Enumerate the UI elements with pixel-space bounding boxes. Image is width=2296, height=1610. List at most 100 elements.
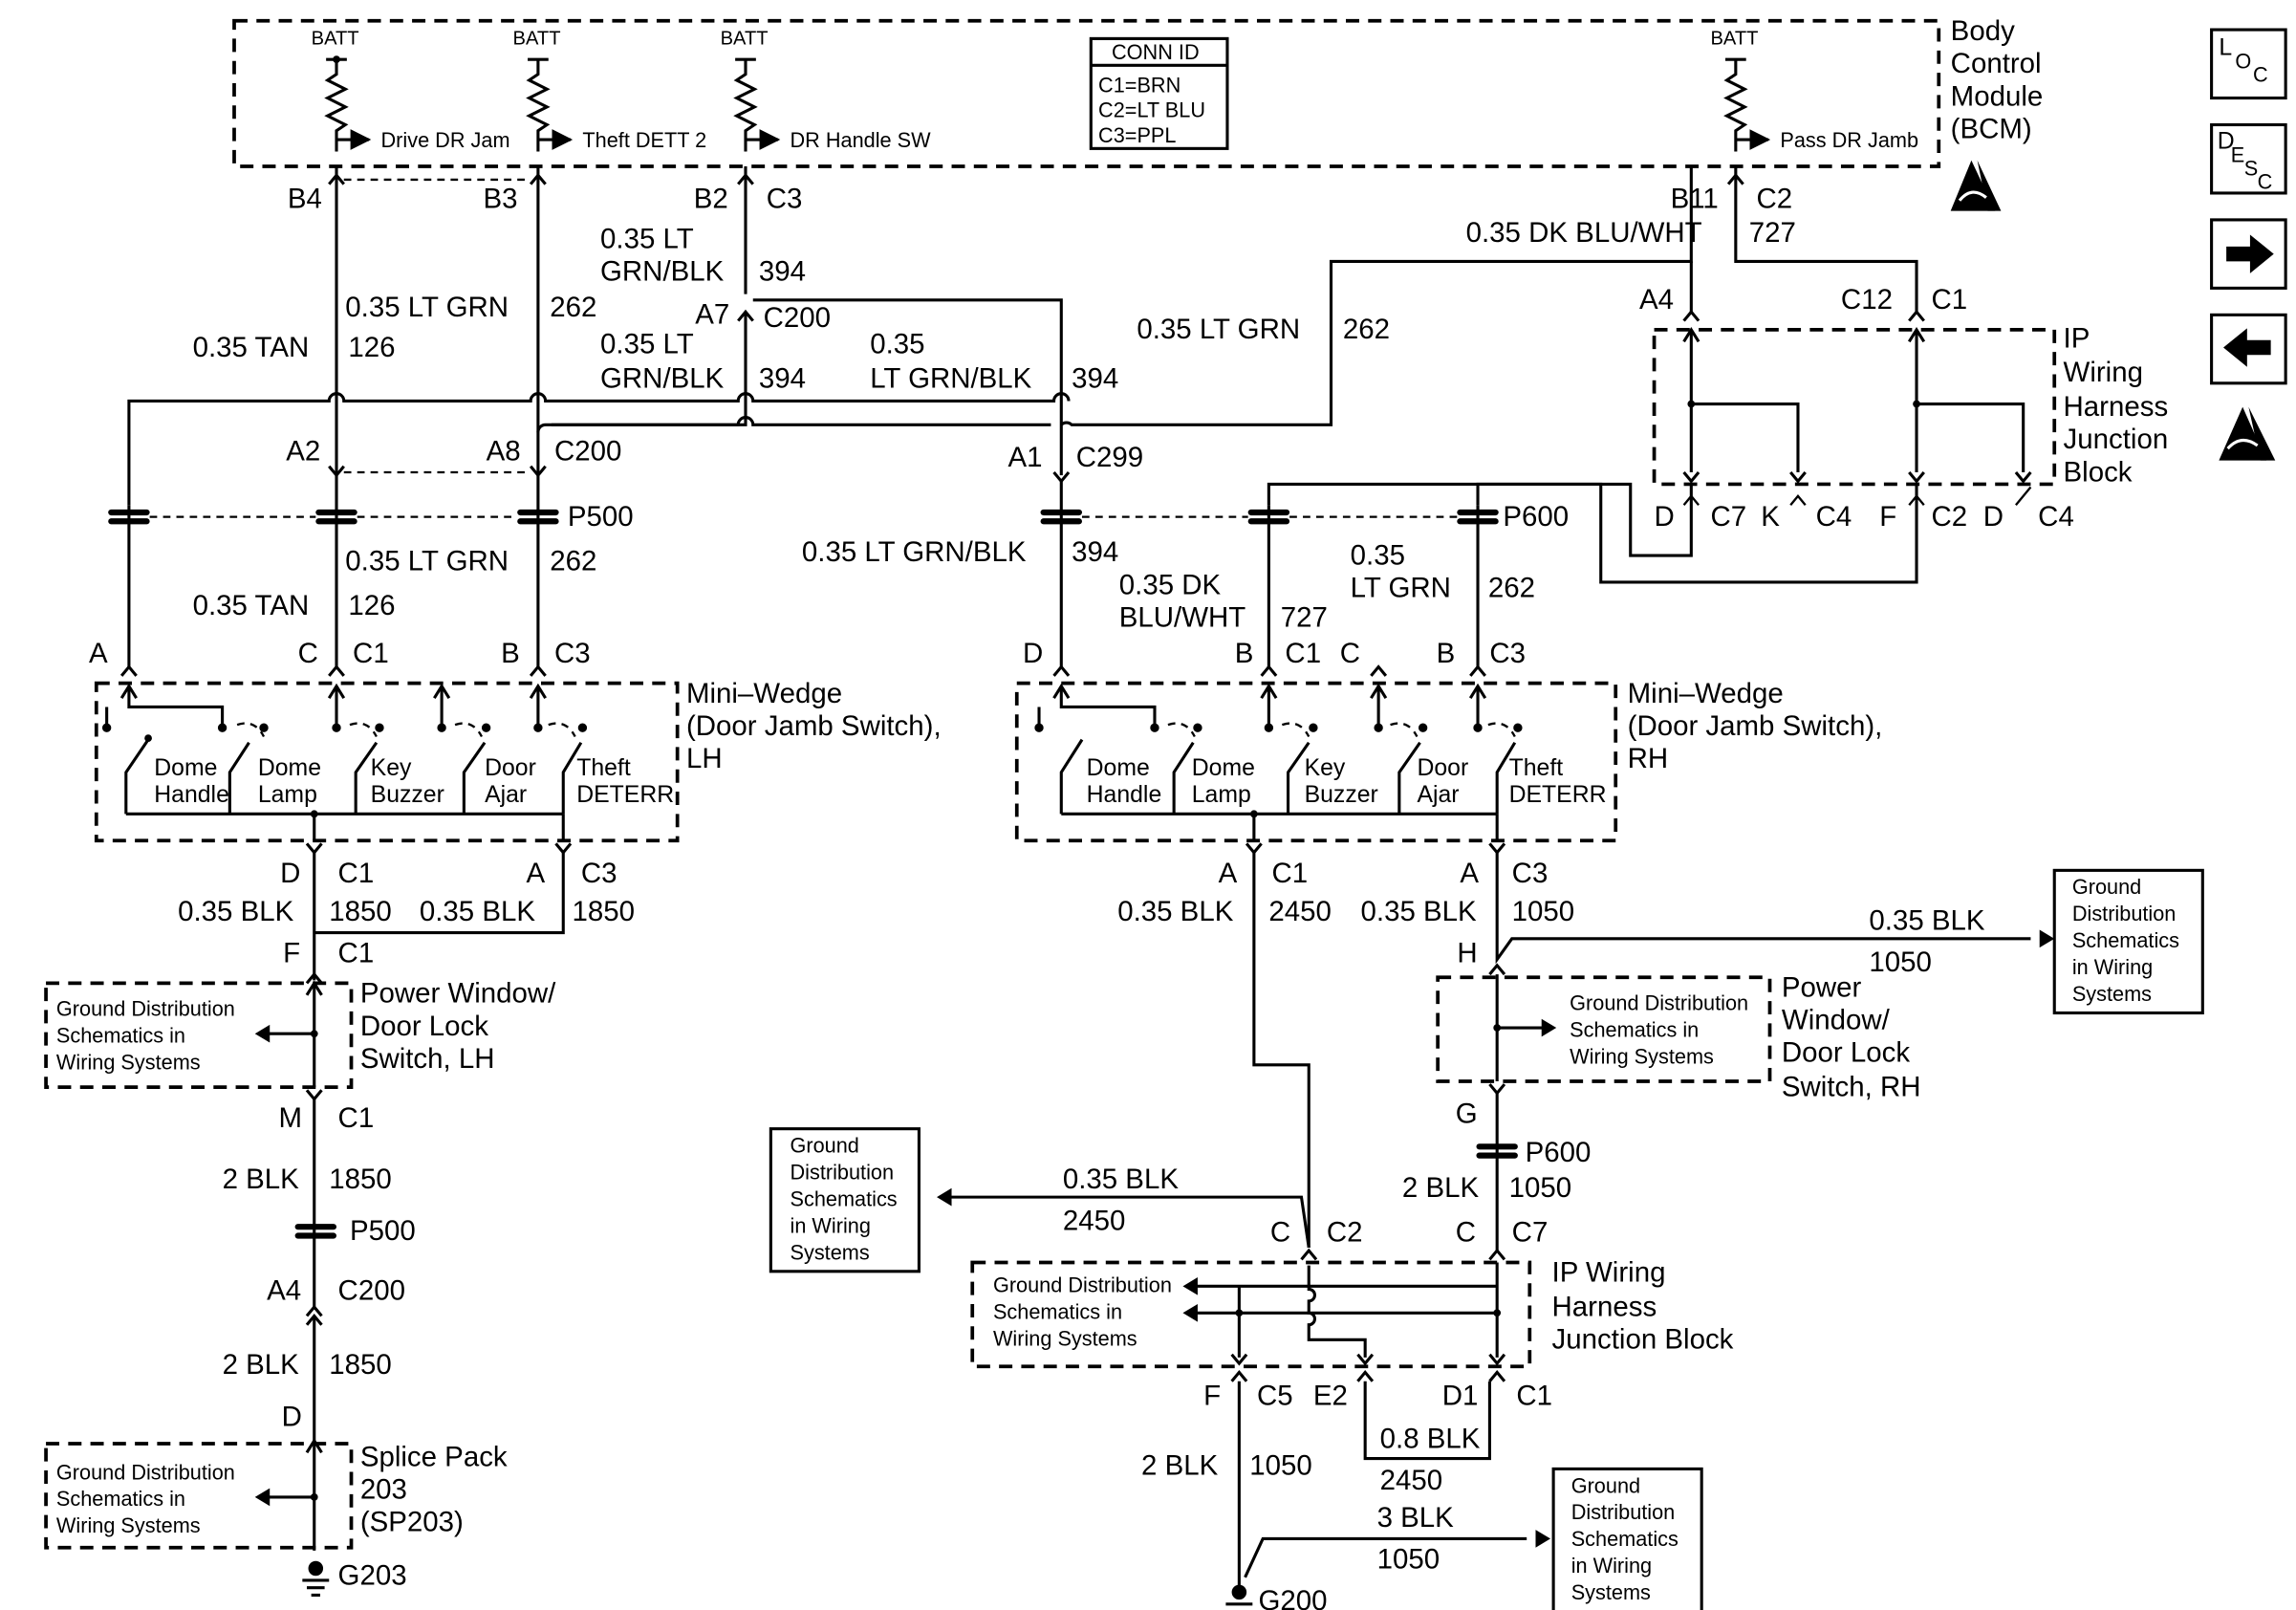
mini-wedge-title: (Door Jamb Switch), [686, 710, 942, 742]
wire-number: 1050 [1512, 896, 1575, 927]
pin-a4: A4 [1639, 284, 1674, 315]
switch-label: Door [485, 755, 536, 781]
wire-label: 0.35 [870, 329, 924, 360]
wire-number: 1050 [1249, 1450, 1312, 1482]
wire-number: 262 [550, 546, 596, 577]
bcm-input-theft-dett-2: Theft DETT 2 [582, 128, 706, 152]
conn-p500: P500 [350, 1215, 416, 1247]
desc-icon-s: S [2244, 156, 2258, 180]
ground-box-text: Schematics [1571, 1527, 1679, 1551]
bcm-module: Body Control Module (BCM) BATT Drive DR … [232, 15, 2044, 168]
switch-label: Dome [1087, 755, 1150, 781]
ground-dist-text: Schematics in [1570, 1017, 1699, 1041]
ipjb-title: Block [2064, 456, 2133, 488]
wire-number: 1850 [573, 896, 636, 927]
batt-label: BATT [513, 29, 561, 50]
pin-b4: B4 [288, 183, 322, 214]
wire-number: 394 [1072, 362, 1118, 394]
wire-label: 0.35 TAN [193, 590, 310, 621]
desc-button[interactable]: D E S C [2210, 122, 2287, 195]
mini-wedge-title: RH [1628, 743, 1669, 774]
conn-c7: C7 [1710, 501, 1746, 533]
switch-label: Key [1305, 755, 1346, 781]
conn-c2: C2 [1327, 1217, 1363, 1249]
loc-icon-c: C [2253, 62, 2268, 86]
mini-wedge-rh: D B C1 C B C3 Mini–Wedge (Door Jamb Swit… [1014, 638, 1882, 843]
wire-number: 262 [1488, 572, 1535, 603]
ground-box-text: Distribution [791, 1160, 895, 1184]
conn-id-title: CONN ID [1112, 40, 1200, 64]
desc-icon-e: E [2231, 142, 2244, 166]
conn-c3: C3 [581, 858, 617, 889]
switch-label: DETERR [576, 782, 674, 808]
wire-number: 1050 [1377, 1543, 1440, 1575]
switch-label: Ajar [1417, 782, 1459, 808]
pin-a4: A4 [267, 1274, 301, 1306]
batt-label: BATT [1710, 29, 1758, 50]
wire-number: 727 [1281, 602, 1328, 634]
ground-box-text: Ground [1571, 1473, 1640, 1497]
ipjb-title: IP [2064, 322, 2090, 354]
ground-dist-box-right[interactable]: Ground Distribution Schematics in Wiring… [2052, 868, 2204, 1015]
conn-c3: C3 [1489, 638, 1526, 669]
wire-label: LT GRN/BLK [870, 362, 1031, 394]
wire-number: 2450 [1380, 1465, 1443, 1496]
conn-c5: C5 [1257, 1381, 1293, 1412]
bcm-title-4: (BCM) [1951, 113, 2032, 144]
ground-dist-text: Wiring Systems [56, 1051, 201, 1075]
pin-c: C [1340, 638, 1360, 669]
ground-dist-text: Wiring Systems [993, 1326, 1137, 1350]
loc-button[interactable]: L O C [2210, 28, 2287, 100]
pin-c: C [1456, 1217, 1476, 1249]
conn-c12: C12 [1841, 284, 1893, 315]
pwdl-rh-title: Window/ [1782, 1005, 1891, 1036]
ground-dist-box-bottom[interactable]: Ground Distribution Schematics in Wiring… [1551, 1467, 1703, 1610]
wire-number: 1050 [1869, 946, 1932, 978]
switch-label: Dome [1192, 755, 1255, 781]
wire-label: 0.35 BLK [1063, 1164, 1179, 1195]
pwdl-lh-title: Door Lock [360, 1011, 488, 1042]
wire-number: 1050 [1509, 1172, 1572, 1204]
next-page-button[interactable] [2210, 218, 2287, 290]
ground-box-text: Distribution [2072, 902, 2177, 925]
conn-c4: C4 [2038, 501, 2074, 533]
switch-key-buzzer: Key Buzzer [332, 722, 444, 815]
switch-label: Dome [154, 755, 217, 781]
wire-label: 0.35 BLK [420, 896, 535, 927]
pin-a8: A8 [487, 436, 521, 468]
ground-box-text: Schematics [791, 1186, 898, 1210]
switch-key-buzzer: Key Buzzer [1264, 722, 1378, 815]
prev-page-button[interactable] [2210, 313, 2287, 385]
bcm-input-drive-dr-jam: Drive DR Jam [381, 128, 510, 152]
conn-c200: C200 [554, 436, 621, 468]
pin-c: C [1270, 1217, 1290, 1249]
switch-theft-deterr: Theft DETERR [533, 722, 674, 815]
pin-b: B [1235, 638, 1254, 669]
pin-g: G [1456, 1098, 1478, 1129]
switch-label: Buzzer [371, 782, 444, 808]
wire-label: 0.35 LT [600, 329, 694, 360]
ground-dist-text: Ground Distribution [1570, 990, 1748, 1014]
wire-number: 727 [1749, 217, 1796, 249]
ground-dist-box-middle[interactable]: Ground Distribution Schematics in Wiring… [769, 1127, 921, 1273]
wire-label: 2 BLK [1141, 1450, 1219, 1482]
pwdl-lh-title: Power Window/ [360, 978, 556, 1010]
p600-connector: P600 [1040, 501, 1569, 533]
ground-box-text: Distribution [1571, 1500, 1676, 1524]
conn-c1: C1 [1285, 638, 1321, 669]
pin-f: F [1879, 501, 1896, 533]
pin-a: A [1219, 858, 1238, 889]
wire-label: 0.35 LT GRN [345, 546, 509, 577]
ground-icon [1225, 1584, 1253, 1610]
pin-f: F [1203, 1381, 1221, 1412]
pin-d: D [282, 1401, 302, 1432]
ground-icon [302, 1560, 330, 1598]
ground-g200: G200 [1259, 1585, 1328, 1610]
wire-label: 0.35 LT [600, 223, 694, 254]
pin-h: H [1457, 938, 1477, 969]
conn-c1: C1 [1271, 858, 1308, 889]
wire-label: 0.8 BLK [1380, 1424, 1481, 1455]
conn-c2: C2 [1932, 501, 1968, 533]
bcm-connector-labels: B4 B3 B2 C3 B11 C2 [288, 183, 1792, 214]
bcm-title-3: Module [1951, 80, 2044, 112]
